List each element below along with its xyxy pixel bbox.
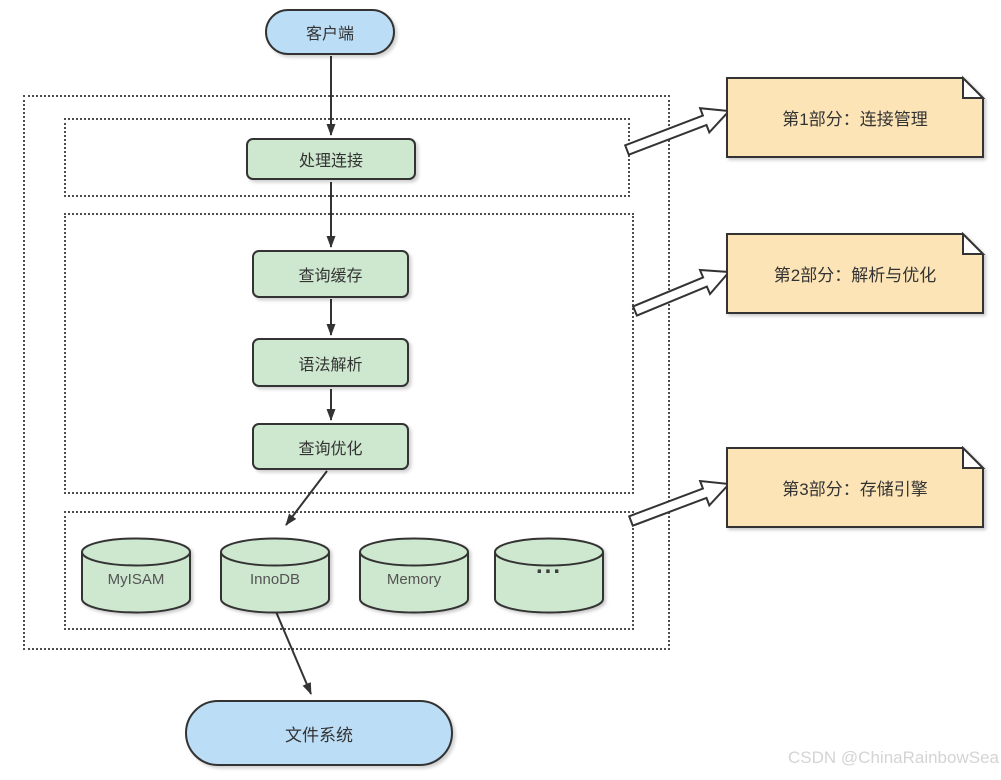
engine-label-innodb: InnoDB [249,571,301,588]
engine-label-other: ... [535,552,562,579]
storage-engine-section [64,511,634,630]
engine-label-memory: Memory [386,571,442,588]
node-file-system-label: 文件系统 [285,725,353,745]
server-boundary [23,95,670,650]
node-optimizer: 查询优化 [252,423,409,470]
node-client-label: 客户端 [305,26,354,43]
node-parser: 语法解析 [252,338,409,387]
note-label-storage-engine: 第3部分：存储引擎 [782,480,928,499]
engine-label-myisam: MyISAM [107,571,165,588]
csdn-watermark: CSDN @ChinaRainbowSea [788,748,999,767]
note-label-parse-optimize: 第2部分：解析与优化 [773,266,937,285]
parse-optimize-section [64,213,634,494]
node-parser-label: 语法解析 [298,356,363,374]
node-query-cache-label: 查询缓存 [298,268,363,285]
note-label-connection-management: 第1部分：连接管理 [782,110,928,129]
node-client: 客户端 [265,9,395,55]
connection-management-section [64,118,630,197]
node-handle-connection: 处理连接 [246,138,416,180]
node-file-system: 文件系统 [185,700,453,766]
node-query-cache: 查询缓存 [252,250,409,298]
node-handle-connection-label: 处理连接 [298,153,363,170]
node-optimizer-label: 查询优化 [298,440,363,458]
